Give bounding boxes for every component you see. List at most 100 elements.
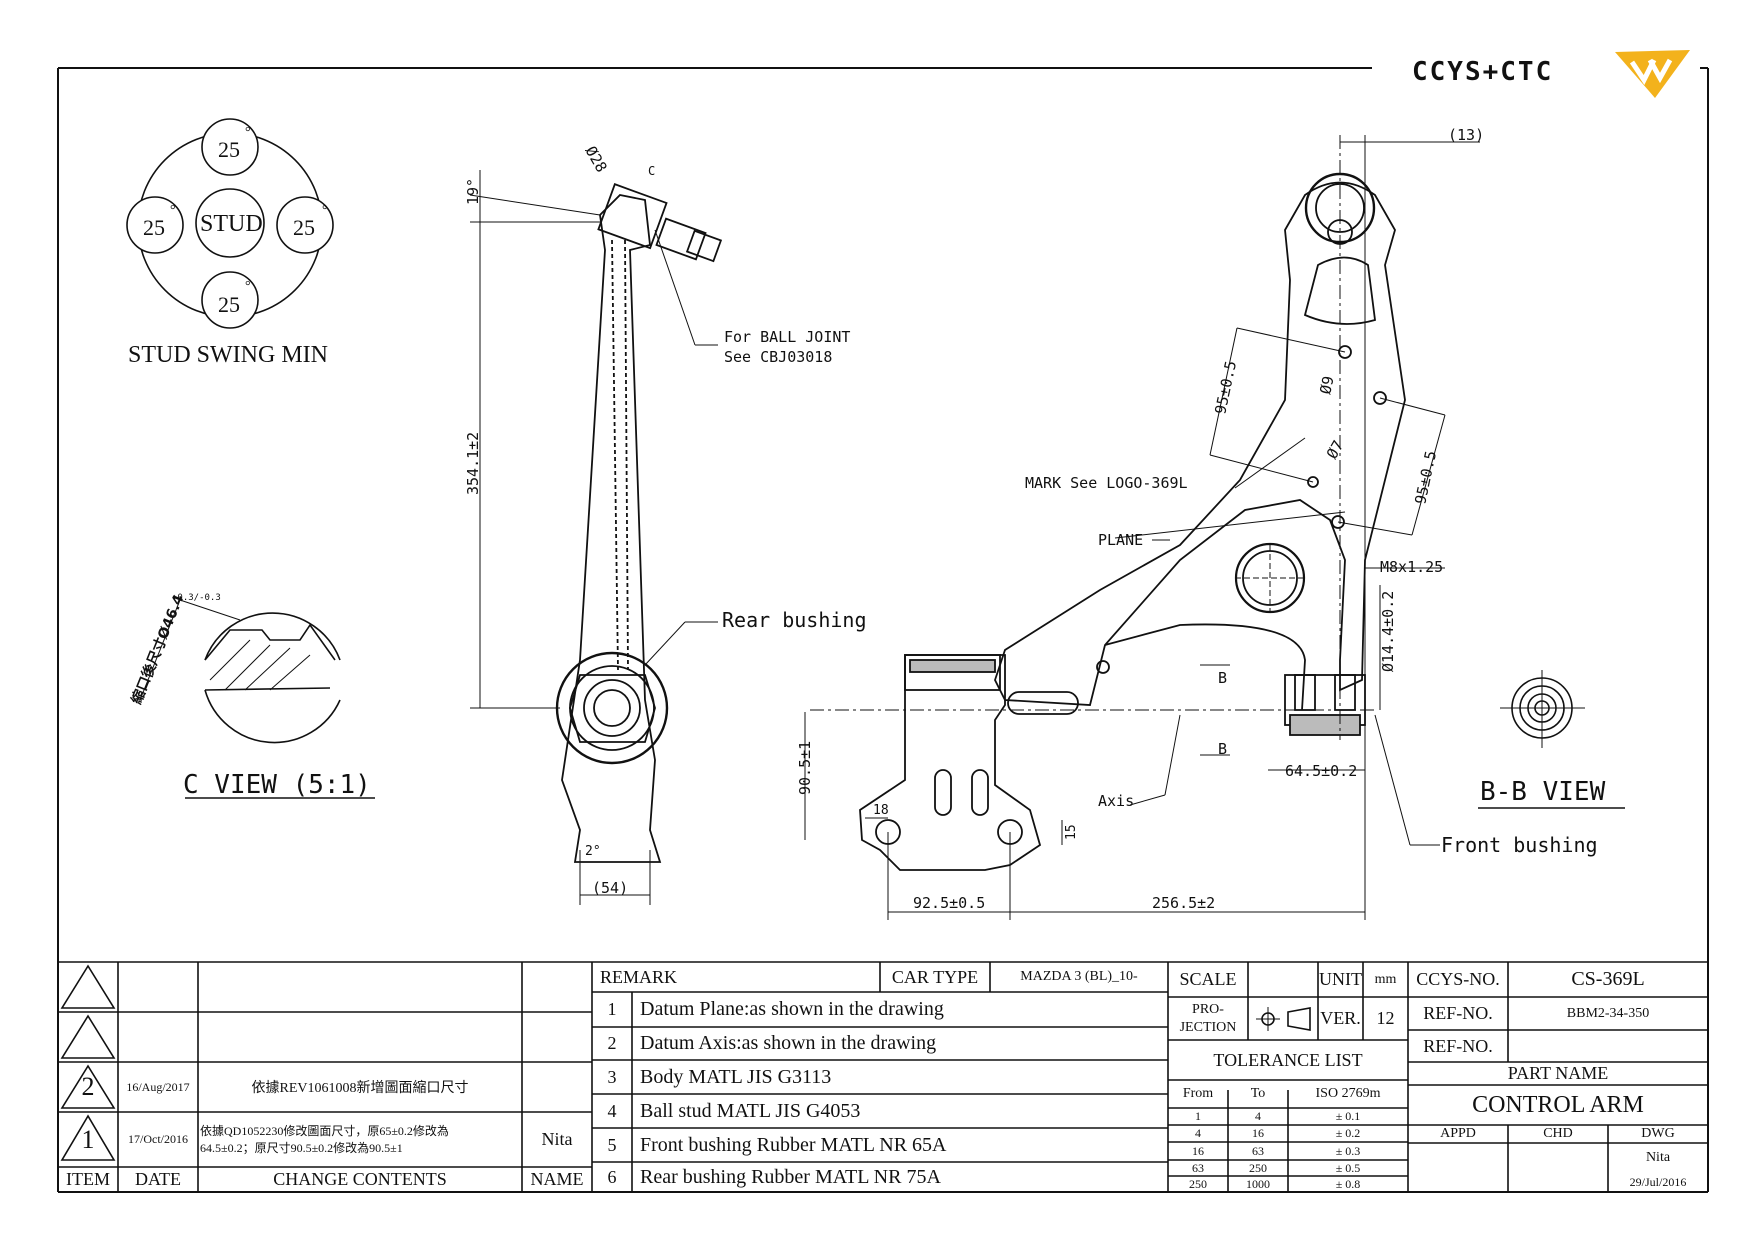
projection-label-1: PRO- [1192, 1002, 1224, 1017]
ref-no-label-1: REF-NO. [1423, 1003, 1493, 1023]
dim-18: 18 [873, 803, 889, 818]
tol-value-4: ± 0.5 [1335, 1160, 1361, 1175]
tolerance-title: TOLERANCE LIST [1213, 1049, 1363, 1070]
dim-95-b: 95±0.5 [1411, 449, 1440, 506]
dia-14-dim: Ø14.4±0.2 [1379, 591, 1397, 672]
tol-from-3: 16 [1192, 1143, 1204, 1158]
tol-to-2: 16 [1252, 1126, 1264, 1140]
projection-label-2: JECTION [1179, 1020, 1237, 1035]
ver-value: 12 [1376, 1008, 1395, 1028]
rev-header-name: NAME [530, 1169, 584, 1189]
ref-no-value-2 [1508, 1030, 1708, 1062]
angle-bottom-dim: 2° [585, 844, 601, 859]
tol-value-5: ± 0.8 [1335, 1176, 1361, 1191]
title-block-grid [58, 961, 1708, 1192]
remark-text-1: Datum Plane:as shown in the drawing [640, 998, 944, 1020]
tol-from-5: 250 [1189, 1176, 1207, 1191]
tol-from-1: 1 [1195, 1109, 1201, 1123]
dim-64: 64.5±0.2 [1285, 762, 1357, 780]
remark-num-5: 5 [607, 1134, 617, 1155]
dim-256: 256.5±2 [1152, 894, 1215, 912]
remark-num-2: 2 [607, 1033, 617, 1053]
scale-label: SCALE [1179, 969, 1237, 989]
ref-no-value-1: BBM2-34-350 [1566, 1005, 1650, 1021]
remark-text-5: Front bushing Rubber MATL NR 65A [640, 1133, 947, 1156]
part-name-value: CONTROL ARM [1472, 1091, 1644, 1118]
c-view-title: C VIEW (5:1) [183, 770, 371, 800]
remark-label: REMARK [600, 966, 678, 987]
c-view-detail [139, 599, 375, 799]
c-view-marker: C [648, 164, 655, 178]
angle-top-dim: 19° [464, 178, 482, 205]
tol-from-2: 4 [1195, 1126, 1201, 1140]
swing-left-degree: ° [170, 203, 176, 218]
remark-num-1: 1 [607, 999, 617, 1019]
rev-header-content: CHANGE CONTENTS [273, 1169, 447, 1189]
rev-header-date: DATE [135, 1169, 181, 1189]
c-view-dim-tol: +0.3/-0.3 [172, 593, 221, 603]
tol-from-4: 63 [1192, 1160, 1204, 1175]
plane-label: PLANE [1098, 531, 1143, 549]
side-view-drawing [469, 170, 723, 905]
dim-7: Ø7 [1323, 437, 1348, 462]
chd-label: CHD [1543, 1126, 1573, 1141]
rev-item-1: 1 [81, 1124, 95, 1154]
mark-note: MARK See LOGO-369L [1025, 474, 1188, 492]
tol-to-5: 1000 [1246, 1176, 1270, 1191]
rear-bushing-label: Rear bushing [722, 608, 867, 632]
swing-left-value: 25 [143, 215, 165, 240]
stud-swing-caption: STUD SWING MIN [128, 342, 328, 368]
dwg-date: 29/Jul/2016 [1629, 1175, 1687, 1189]
dwg-name: Nita [1645, 1150, 1671, 1165]
company-logo: CCYS+CTC [1412, 50, 1690, 98]
rev-item-2: 2 [81, 1072, 95, 1101]
remark-text-3: Body MATL JIS G3113 [640, 1065, 832, 1088]
stud-swing-diagram [126, 118, 334, 329]
dim-92: 92.5±0.5 [913, 894, 985, 912]
width-bottom-dim: (54) [592, 879, 628, 897]
ccys-no-label: CCYS-NO. [1416, 969, 1500, 989]
section-b-upper: B [1218, 669, 1227, 687]
dim-90: 90.5±1 [796, 741, 814, 795]
tol-to-1: 4 [1255, 1109, 1261, 1123]
logo-text: CCYS+CTC [1412, 57, 1553, 87]
swing-center-label: STUD [200, 211, 263, 237]
plan-view-drawing [804, 135, 1480, 920]
tol-header-to: To [1250, 1086, 1266, 1101]
section-b-lower: B [1218, 740, 1227, 758]
tol-to-3: 63 [1252, 1143, 1264, 1158]
tol-header-iso: ISO 2769m [1315, 1086, 1381, 1101]
ball-joint-note-1: For BALL JOINT [724, 328, 850, 346]
car-type-value: MAZDA 3 (BL)_10- [1020, 969, 1138, 984]
rev-date-1: 17/Oct/2016 [128, 1132, 188, 1146]
top-dim: (13) [1448, 126, 1484, 144]
ball-joint-note-2: See CBJ03018 [724, 348, 832, 366]
remark-num-4: 4 [607, 1100, 617, 1121]
swing-bottom-degree: ° [245, 279, 251, 294]
swing-top-value: 25 [218, 137, 240, 162]
tol-header-from: From [1182, 1086, 1214, 1101]
ver-label: VER. [1320, 1008, 1361, 1028]
title-block: 2 16/Aug/2017 依據REV1061008新增圖面縮口尺寸 1 17/… [58, 962, 1708, 1192]
sheet-border [57, 67, 1709, 1193]
dim-15: 15 [1064, 824, 1079, 840]
swing-right-value: 25 [293, 215, 315, 240]
remark-text-6: Rear bushing Rubber MATL NR 75A [640, 1165, 941, 1188]
tol-value-3: ± 0.3 [1335, 1143, 1361, 1158]
ref-no-label-2: REF-NO. [1423, 1035, 1493, 1056]
appd-label: APPD [1440, 1126, 1476, 1141]
rev-name-1: Nita [541, 1129, 573, 1149]
dim-9: Ø9 [1316, 374, 1337, 395]
unit-value: mm [1374, 971, 1397, 987]
rev-content-1-line2: 64.5±0.2；原尺寸90.5±0.2修改為90.5±1 [200, 1141, 403, 1155]
car-type-label: CAR TYPE [891, 966, 979, 987]
thread-dim: M8x1.25 [1380, 558, 1443, 576]
remark-num-6: 6 [607, 1166, 617, 1187]
swing-right-degree: ° [322, 203, 328, 218]
remark-text-4: Ball stud MATL JIS G4053 [640, 1099, 861, 1122]
rev-date-2: 16/Aug/2017 [126, 1079, 190, 1094]
swing-top-degree: ° [245, 125, 251, 140]
remark-text-2: Datum Axis:as shown in the drawing [640, 1032, 937, 1054]
